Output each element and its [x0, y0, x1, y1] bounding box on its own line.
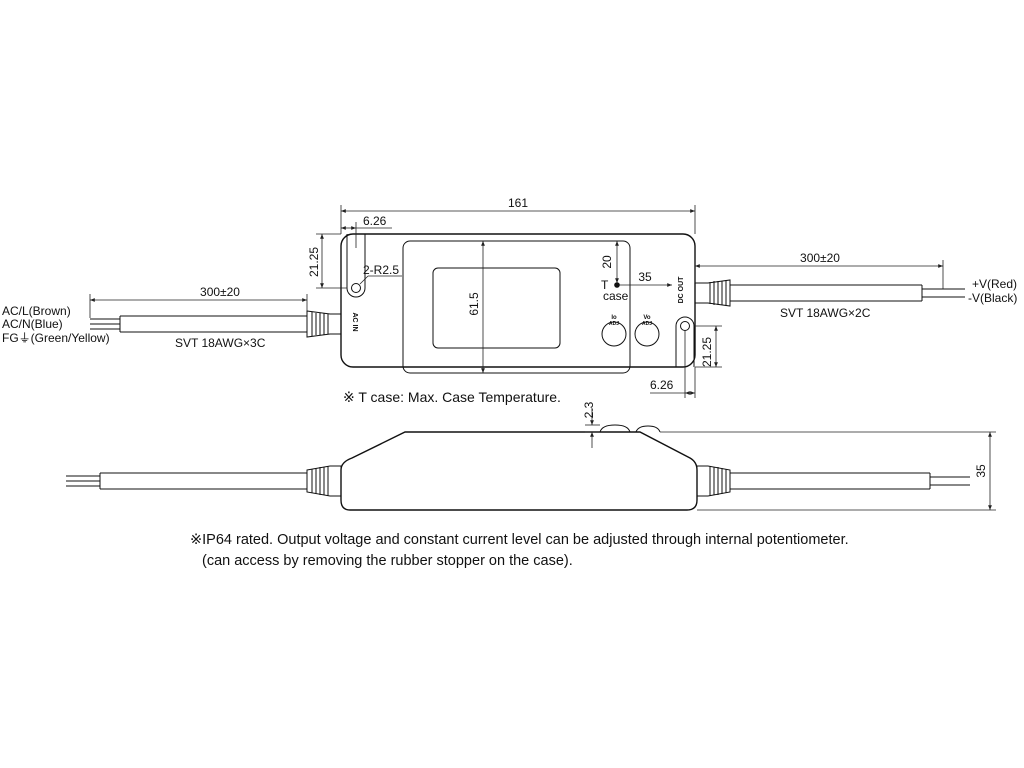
tcase-label-line1: T	[601, 278, 609, 292]
dim-ac-cable-length: 300±20	[200, 285, 240, 299]
wire-fg: FG⏚(Green/Yellow)	[2, 331, 110, 345]
wire-neg: -V(Black)	[968, 291, 1017, 305]
wire-ac-n: AC/N(Blue)	[2, 317, 63, 331]
ac-cable-spec: SVT 18AWG×3C	[175, 336, 266, 350]
dim-height-bottom: 21.25	[700, 337, 714, 367]
note-line-1: ※IP64 rated. Output voltage and constant…	[190, 532, 849, 548]
dim-hole-radius: 2-R2.5	[363, 263, 399, 277]
top-view: Io ADJ Vo ADJ AC IN DC OUT T case	[2, 196, 1017, 405]
note-line-2: (can access by removing the rubber stopp…	[202, 553, 573, 569]
ac-cable-side	[66, 472, 307, 490]
dc-cable-side	[730, 472, 970, 490]
io-adj-label-bottom: ADJ	[609, 321, 619, 327]
label-window	[432, 267, 561, 349]
tcase-note: ※ T case: Max. Case Temperature.	[343, 389, 561, 405]
dim-height-top: 21.25	[307, 247, 321, 277]
dim-tcase-from-right: 35	[638, 270, 652, 284]
tcase-point-icon	[614, 282, 620, 288]
wire-ac-l: AC/L(Brown)	[2, 304, 71, 318]
ac-cable-gland	[306, 310, 342, 338]
mounting-hole-right	[680, 321, 690, 331]
mounting-slot-left	[346, 234, 366, 298]
dim-total-length: 161	[508, 196, 528, 210]
dc-cable	[730, 284, 965, 302]
io-adj-knob-icon	[601, 321, 627, 347]
io-knob-side-icon	[599, 424, 631, 433]
dim-hole-offset-top: 6.26	[363, 214, 387, 228]
vo-knob-side-icon	[635, 425, 661, 433]
dim-center-height: 61.5	[467, 292, 481, 316]
case-outline-side	[340, 431, 698, 511]
side-dim-knob-height: 2.3	[582, 401, 596, 418]
ac-in-label: AC IN	[351, 312, 358, 331]
side-view: 35 2.3	[66, 401, 996, 511]
dc-cable-gland	[694, 279, 731, 307]
dim-dc-cable-length: 300±20	[800, 251, 840, 265]
case-inner-panel	[402, 240, 631, 374]
dim-tcase-from-top: 20	[600, 255, 614, 269]
wire-pos: +V(Red)	[972, 277, 1017, 291]
dc-cable-spec: SVT 18AWG×2C	[780, 306, 871, 320]
mounting-hole-left	[351, 283, 361, 293]
ac-cable-gland-side	[306, 465, 342, 497]
side-dim-height: 35	[974, 464, 988, 478]
ac-cable	[90, 315, 307, 333]
dim-hole-offset-bottom: 6.26	[650, 378, 674, 392]
vo-adj-label-top: Vo	[643, 315, 651, 321]
mounting-slot-right	[675, 316, 695, 367]
case-outline-top	[340, 233, 696, 368]
vo-adj-label-bottom: ADJ	[642, 321, 652, 327]
dc-cable-gland-side	[696, 465, 731, 497]
io-adj-label-top: Io	[611, 315, 617, 321]
tcase-label-line2: case	[603, 289, 629, 303]
dc-out-label: DC OUT	[678, 276, 685, 304]
vo-adj-knob-icon	[634, 321, 660, 347]
